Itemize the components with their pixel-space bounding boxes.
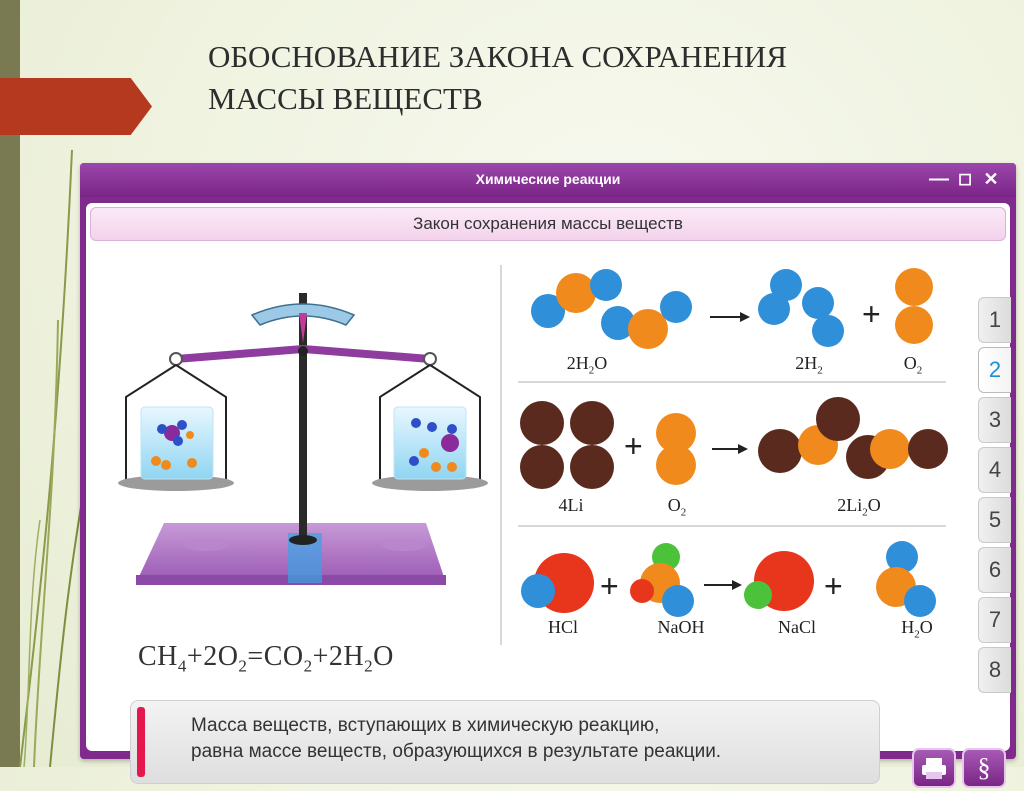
tab-4[interactable]: 4 xyxy=(978,447,1011,493)
formula-main: O xyxy=(667,495,681,515)
slide-title-line1: ОБОСНОВАНИЕ ЗАКОНА СОХРАНЕНИЯ xyxy=(208,39,787,74)
formula-h2o: H2O xyxy=(872,617,962,641)
reaction-divider-2 xyxy=(518,525,946,527)
formula-tail: O xyxy=(594,353,608,373)
law-statement-line2: равна массе веществ, образующихся в резу… xyxy=(191,741,722,762)
formula-sub: 2 xyxy=(914,628,920,641)
printer-icon xyxy=(922,758,946,779)
svg-text:+: + xyxy=(862,296,881,332)
formula-tail: O xyxy=(867,495,881,515)
paragraph-button[interactable]: § xyxy=(962,748,1006,788)
reaction-neutralization: + + xyxy=(521,541,936,617)
formula-main: HCl xyxy=(547,617,578,637)
reaction-lithium-oxide: + xyxy=(520,397,948,489)
print-button[interactable] xyxy=(912,748,956,788)
formula-main: 2H xyxy=(795,353,818,373)
lesson-panel: Закон сохранения массы веществ xyxy=(86,203,1010,788)
eq-co: =CO xyxy=(247,641,304,672)
law-statement-line1: Масса веществ, вступающих в химическую р… xyxy=(191,715,660,736)
eq-plus-o2: +2O xyxy=(186,641,239,672)
formula-2h2: 2H2 xyxy=(764,353,854,377)
svg-text:+: + xyxy=(824,568,843,604)
panel-divider xyxy=(500,265,502,645)
reaction-water-decomposition: + xyxy=(531,268,933,349)
tab-2[interactable]: 2 xyxy=(978,347,1011,393)
tab-3[interactable]: 3 xyxy=(978,397,1011,443)
formula-2h2o: 2H2O xyxy=(542,353,632,377)
balance-equation: CH4+2O2=CO2+2H2O xyxy=(138,641,498,677)
slide-title: ОБОСНОВАНИЕ ЗАКОНА СОХРАНЕНИЯ МАССЫ ВЕЩЕ… xyxy=(208,36,968,120)
eq-sub-co: 2 xyxy=(303,656,313,676)
app-window: Химические реакции — ◻ ✕ Закон сохранени… xyxy=(80,163,1016,788)
tab-6[interactable]: 6 xyxy=(978,547,1011,593)
lesson-header: Закон сохранения массы веществ xyxy=(90,207,1006,241)
note-accent-bar xyxy=(137,707,145,777)
formula-4li: 4Li xyxy=(526,495,616,519)
eq-sub-4: 4 xyxy=(177,656,187,676)
minimize-button[interactable]: — xyxy=(929,168,949,190)
formula-sub: 2 xyxy=(916,364,923,377)
formula-sub: 2 xyxy=(862,506,868,519)
window-title: Химические реакции xyxy=(475,171,621,187)
formula-o2: O2 xyxy=(868,353,958,377)
eq-sub-h: 2 xyxy=(364,656,374,676)
window-titlebar: Химические реакции — ◻ ✕ xyxy=(80,163,1016,197)
tab-7[interactable]: 7 xyxy=(978,597,1011,643)
title-arrow-decoration xyxy=(0,78,152,135)
svg-text:+: + xyxy=(624,428,643,464)
eq-sub-o: 2 xyxy=(238,656,248,676)
formula-sub: 2 xyxy=(817,364,823,377)
tab-5[interactable]: 5 xyxy=(978,497,1011,543)
formula-main: NaOH xyxy=(657,617,705,637)
restore-button[interactable]: ◻ xyxy=(957,169,973,188)
formula-main: NaCl xyxy=(778,617,816,637)
formula-2li2o: 2Li2O xyxy=(814,495,904,519)
eq-o: O xyxy=(373,641,394,672)
formula-tail: O xyxy=(919,617,933,637)
formula-main: O xyxy=(903,353,917,373)
close-button[interactable]: ✕ xyxy=(983,169,999,189)
slide-title-line2: МАССЫ ВЕЩЕСТВ xyxy=(208,81,483,116)
formula-hcl: HCl xyxy=(518,617,608,641)
svg-text:+: + xyxy=(600,568,619,604)
formula-sub: 2 xyxy=(588,364,595,377)
law-statement-text: Масса веществ, вступающих в химическую р… xyxy=(191,713,871,765)
formula-main: 2H xyxy=(566,353,589,373)
law-statement-box: Масса веществ, вступающих в химическую р… xyxy=(130,700,880,784)
formula-main: 2Li xyxy=(837,495,863,515)
formula-main: 4Li xyxy=(558,495,584,515)
reaction-divider-1 xyxy=(518,381,946,383)
tab-1[interactable]: 1 xyxy=(978,297,1011,343)
left-decor-strip xyxy=(0,0,20,767)
formula-sub: 2 xyxy=(680,506,687,519)
formula-main: H xyxy=(901,617,915,637)
tab-8[interactable]: 8 xyxy=(978,647,1011,693)
formula-nacl: NaCl xyxy=(752,617,842,641)
eq-plus-h2: +2H xyxy=(312,641,365,672)
formula-naoh: NaOH xyxy=(636,617,726,641)
formula-o2-b: O2 xyxy=(632,495,722,519)
eq-ch: CH xyxy=(138,641,178,672)
balance-scale-illustration xyxy=(118,293,488,585)
